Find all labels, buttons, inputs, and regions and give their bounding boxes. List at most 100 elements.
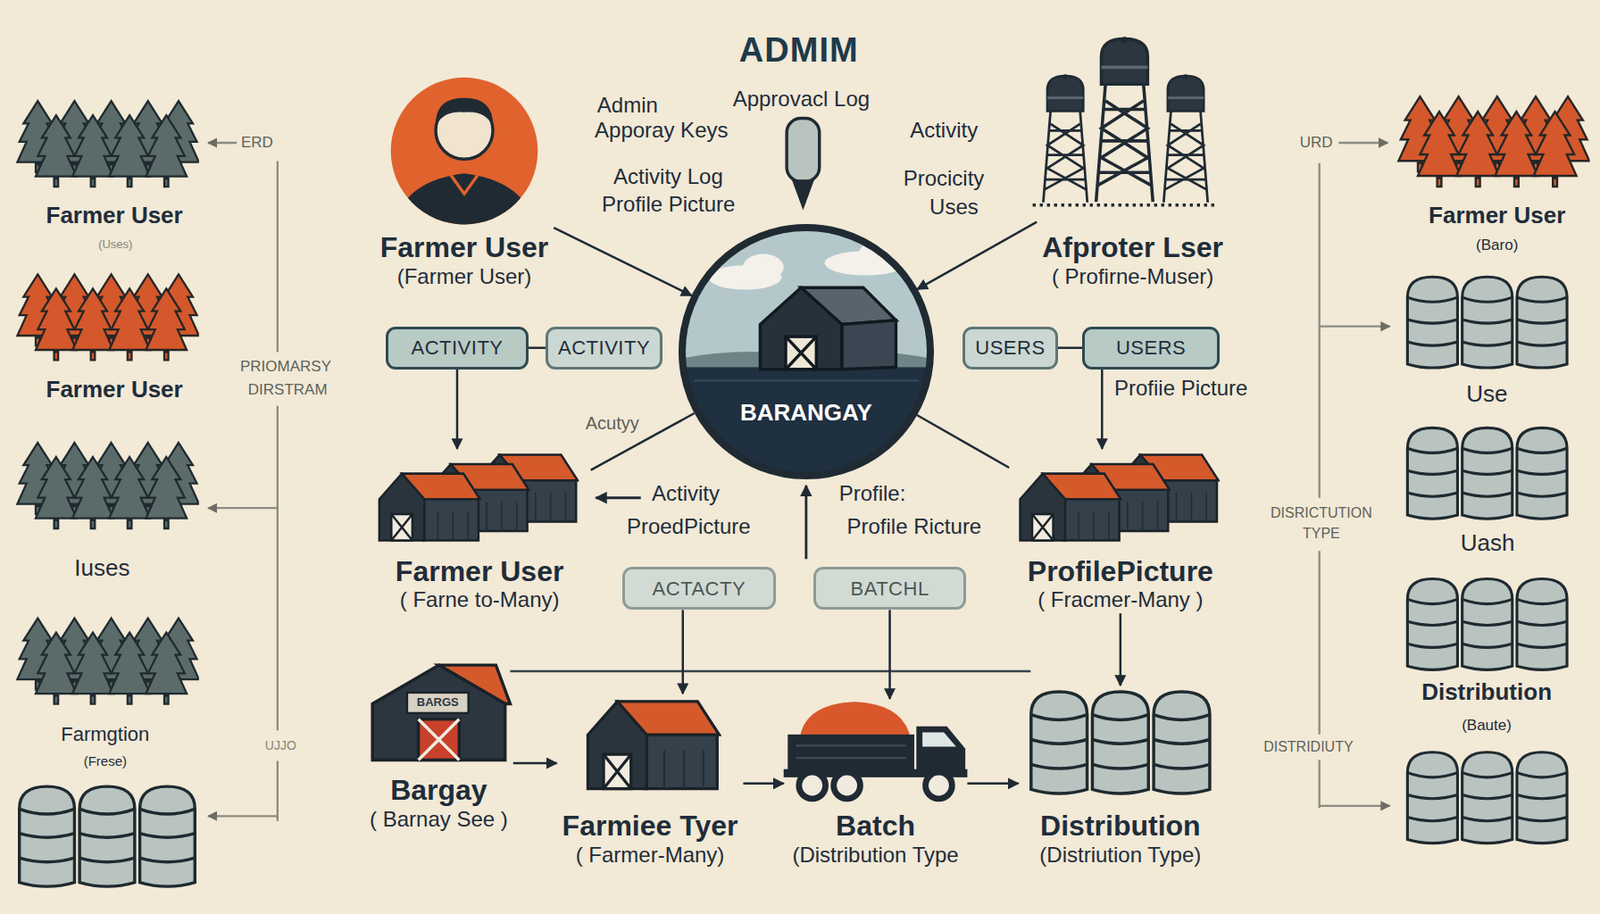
barangay-scene — [678, 224, 934, 490]
node-subtitle: (Distriution Type) — [1018, 842, 1224, 869]
connector — [1100, 369, 1104, 450]
annotation-label: (Frese) — [83, 753, 127, 769]
node-subtitle: ( Fracmer-Many ) — [1008, 587, 1232, 614]
connector — [456, 369, 459, 450]
annotation-label: ProedPicture — [626, 514, 751, 540]
farmer-portrait — [450, 175, 478, 195]
farmer-portrait — [435, 98, 493, 127]
side-bracket-line — [208, 142, 1390, 822]
annotation-label: PRIOMARSY — [240, 358, 332, 376]
side-bracket-line — [1319, 325, 1391, 328]
barangay-barn — [372, 665, 510, 760]
silo-group — [1031, 691, 1210, 794]
silo-entity: Distribution(Distriution Type) — [1018, 685, 1224, 869]
node-title: Farmer User — [375, 231, 555, 265]
tree-grove — [16, 100, 199, 187]
leader-line — [595, 496, 641, 500]
connector — [528, 346, 546, 350]
node-title: USERS — [1084, 336, 1217, 359]
tree-grove — [16, 442, 199, 529]
barangay-scene — [785, 336, 817, 370]
user-entity: Farmer User(Farmer User) — [375, 77, 555, 291]
water-towers — [1033, 203, 1217, 207]
node-title: BATCHL — [816, 577, 964, 600]
annotation-label: TYPE — [1302, 525, 1341, 542]
leader-line — [804, 485, 808, 559]
dump-truck — [833, 772, 861, 800]
barn-row — [379, 455, 578, 542]
truck-entity: Batch(Distribution Type — [783, 699, 968, 869]
node-title: ACTIVITY — [548, 336, 660, 359]
annotation-label: Apporay Keys — [594, 117, 728, 143]
node-subtitle: (Farmer User) — [375, 264, 555, 291]
annotation-label: (Baute) — [1461, 716, 1512, 735]
entity-pill: BATCHL — [813, 566, 967, 610]
silo-group — [19, 276, 1567, 887]
node-title: USERS — [965, 336, 1055, 359]
dump-truck — [922, 733, 957, 748]
farmer-portrait — [391, 77, 539, 235]
annotation-label: Profile Ricture — [847, 514, 983, 540]
dump-truck — [925, 772, 953, 800]
water-towers — [1042, 74, 1087, 203]
annotation-label: Farmgtion — [60, 723, 150, 746]
farmer-portrait — [392, 173, 536, 235]
silo-group — [1407, 276, 1567, 368]
annotation-label: DIRSTRAM — [248, 381, 328, 400]
barangay-scene — [759, 287, 842, 369]
annotation-label: Procicity — [903, 166, 985, 192]
connector — [1119, 613, 1123, 686]
annotation-label: Farmer User — [46, 376, 184, 404]
dump-truck — [799, 772, 826, 800]
approval-capsule — [786, 118, 820, 183]
silo-group — [1407, 579, 1567, 671]
leader-line — [509, 485, 1031, 672]
connector — [742, 783, 784, 786]
barangay-barn — [407, 692, 469, 714]
side-bracket-line — [1318, 163, 1321, 809]
barangay-scene — [841, 320, 897, 370]
annotation-label: BARGS — [416, 696, 459, 710]
user-entity: Afproter Lser( Profirne-Muser) — [1036, 45, 1229, 290]
connector — [553, 227, 692, 296]
node-title: ACTIVITY — [388, 336, 526, 359]
barn-entity: Bargay( Barnay See ) — [364, 661, 514, 834]
barn-entity: Farmiee Tyer( Farmer-Many) — [557, 693, 744, 869]
connector — [1058, 346, 1083, 350]
side-bracket-line — [208, 815, 278, 817]
dump-truck — [787, 734, 915, 772]
node-title: Batch — [783, 809, 968, 843]
annotation-label: Uses — [929, 194, 979, 220]
entity-pill: USERS — [962, 326, 1058, 370]
entity-pill: USERS — [1082, 326, 1220, 370]
barangay-scene — [785, 336, 817, 370]
entity-pill: ACTACTY — [622, 566, 775, 610]
connector — [916, 222, 1037, 290]
barangay-scene — [742, 254, 784, 282]
dump-truck — [783, 701, 968, 800]
connector — [888, 609, 892, 699]
side-bracket-line — [208, 507, 278, 509]
annotation-label: Activity Log — [613, 164, 724, 190]
dump-truck — [916, 726, 966, 772]
central-entity-circle: BARANGAY — [678, 224, 934, 480]
side-bracket-line — [1319, 805, 1391, 808]
tree-grove — [16, 96, 1590, 704]
annotation-label: DISRICTUTION — [1270, 505, 1373, 522]
barangay-barn — [418, 719, 460, 761]
entity-pill: ACTIVITY — [545, 326, 663, 370]
node-title: Bargay — [364, 774, 514, 808]
barn-entity: ProfilePicture( Fracmer-Many ) — [1008, 449, 1232, 614]
annotation-label: Activity — [909, 117, 978, 143]
dump-truck — [800, 701, 910, 737]
tree-grove — [1398, 96, 1590, 187]
diagram-title: ADMIM — [739, 31, 859, 71]
annotation-label: URD — [1300, 133, 1334, 152]
silo-group — [1407, 752, 1567, 844]
barn-row — [1020, 455, 1219, 542]
